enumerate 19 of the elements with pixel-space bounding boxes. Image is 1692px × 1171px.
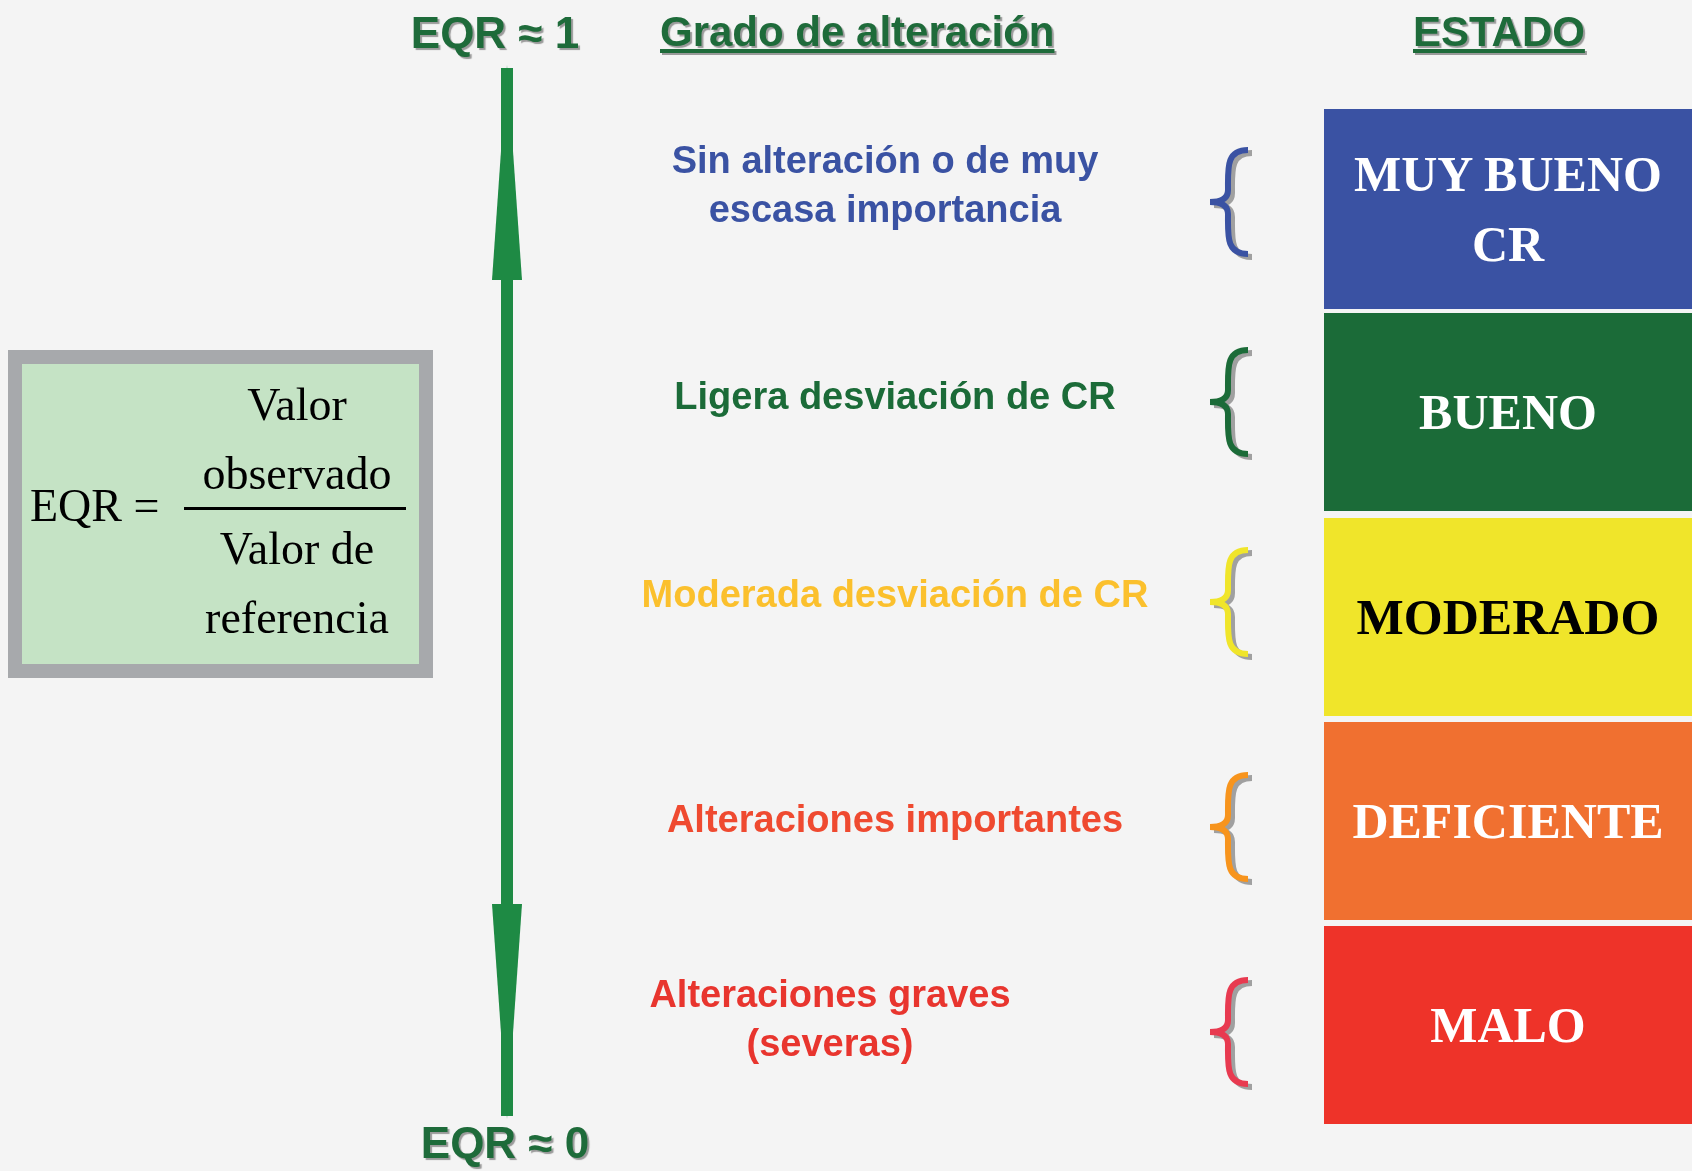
column-heading: ESTADO <box>1413 8 1586 56</box>
scale-end-label: EQR ≈ 0 <box>400 1118 610 1171</box>
row-description: Alteraciones importantes <box>665 797 1125 842</box>
status-box: MALO <box>1324 926 1692 1124</box>
row-description: Moderada desviación de CR <box>640 572 1150 617</box>
column-heading: Grado de alteración <box>660 8 1056 56</box>
formula-text: Valor de referencia <box>204 522 390 645</box>
formula-text: EQR = <box>30 479 160 532</box>
status-box: MODERADO <box>1324 518 1692 716</box>
formula-text: Valor observado <box>201 378 393 501</box>
formula-box <box>8 350 433 678</box>
scale-end-label: EQR ≈ 1 <box>400 8 590 64</box>
status-box: BUENO <box>1324 313 1692 511</box>
row-description: Sin alteración o de muy escasa importancia <box>670 138 1100 233</box>
row-description: Ligera desviación de CR <box>673 374 1117 419</box>
status-box: DEFICIENTE <box>1324 722 1692 920</box>
status-box: MUY BUENO CR <box>1324 109 1692 309</box>
row-description: Alteraciones graves (severas) <box>648 972 1012 1067</box>
double-arrow <box>492 65 522 1119</box>
